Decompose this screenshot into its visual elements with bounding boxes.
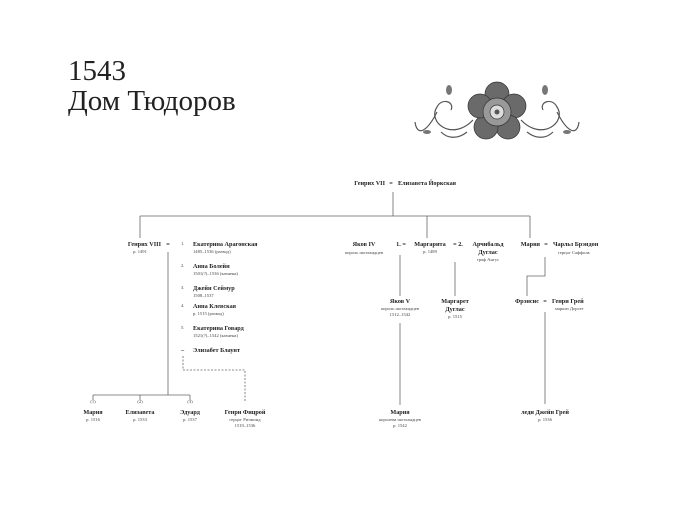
mary-tudor: Мария [520,241,540,248]
margaret-born: р. 1489 [423,249,437,254]
child-name: Елизавета [125,409,155,416]
child-born: р. 1516 [86,417,100,422]
mary-queen-of-scots: Мария [390,409,410,416]
wife-name: Екатерина Говард [193,325,244,332]
mary-scots-born: р. 1542 [393,423,407,428]
wife-number: 1. [181,241,185,246]
james-iv-title: король шотландцев [345,250,383,255]
wife-number: 2. [181,263,185,268]
henry-vii: Генрих VII [354,180,385,187]
marriage-sign: = [389,180,393,187]
james-v-title: король шотландцев [381,306,419,311]
lady-jane-grey: леди Джейн Грей [521,409,569,416]
james-iv: Яков IV [352,241,376,248]
wife-info: 1485–1536 (развод) [193,249,231,254]
wife-name: Элизабет Блаунт [193,347,241,354]
brandon-title: герцог Саффолк [558,250,590,255]
henry-grey: Генри Грей [552,298,584,305]
wife-info: 1521(?)–1542 (казнена) [193,333,238,338]
wife-info: 1501(?)–1536 (казнена) [193,271,238,276]
jane-grey-born: р. 1536 [538,417,552,422]
year-title: 1543 [68,55,126,87]
wife-name: Анна Клевская [193,303,237,310]
child-name: Эдуард [180,409,200,416]
wife-number: 5. [181,325,185,330]
henry-viii: Генрих VIII [127,241,161,248]
henry-viii-born: р. 1491 [133,249,147,254]
wife-name: Анна Болейн [193,263,230,270]
wife-name: Джейн Сеймур [193,285,235,292]
wife-number: 3. [181,285,185,290]
marriage-sign: = [544,241,548,248]
marriage-sign: = [166,241,170,248]
fitzroy-title: герцог Ричмонд [229,417,261,422]
archibald-title: граф Ангус [476,257,500,262]
wife-info: р. 1515 (развод) [193,311,224,316]
wife-number: – [181,347,185,354]
charles-brandon: Чарльз Брэндон [553,241,599,248]
mary-scots-title: королева шотландцев [379,417,421,422]
house-title: Дом Тюдоров [68,85,236,117]
wife-number: 4. [181,303,185,308]
wife-info: 1508–1537 [193,293,214,298]
wife-name: Екатерина Арагонская [193,241,258,248]
tudor-rose-ornament [414,81,580,140]
child-born: р. 1537 [183,417,197,422]
henry-fitzroy: Генри Фицрой [224,409,266,416]
archibald-douglas-surname: Дуглас [478,249,498,256]
child-name: Мария [83,409,103,416]
margaret-tudor: Маргарита [414,241,446,248]
child-number: (2) [137,399,143,404]
child-number: (1) [90,399,96,404]
marriage-sign: 1. = [396,241,406,248]
child-number: (3) [187,399,193,404]
marriage-sign: = [543,298,547,305]
margaret-douglas-born: р. 1515 [448,314,462,319]
elizabeth-of-york: Елизавета Йоркская [398,180,457,187]
james-v-dates: 1512–1542 [389,312,411,317]
frances-brandon: Фрэнсис [514,298,539,305]
grey-title: маркиз Дорсет [555,306,584,311]
james-v: Яков V [389,298,411,305]
margaret-douglas-surname: Дуглас [445,306,465,313]
fitzroy-dates: 1519–1536 [234,423,256,428]
child-born: р. 1533 [133,417,147,422]
archibald-douglas: Арчибальд [472,241,504,248]
marriage-sign: = 2. [453,241,463,248]
margaret-douglas: Маргарет [441,298,469,305]
